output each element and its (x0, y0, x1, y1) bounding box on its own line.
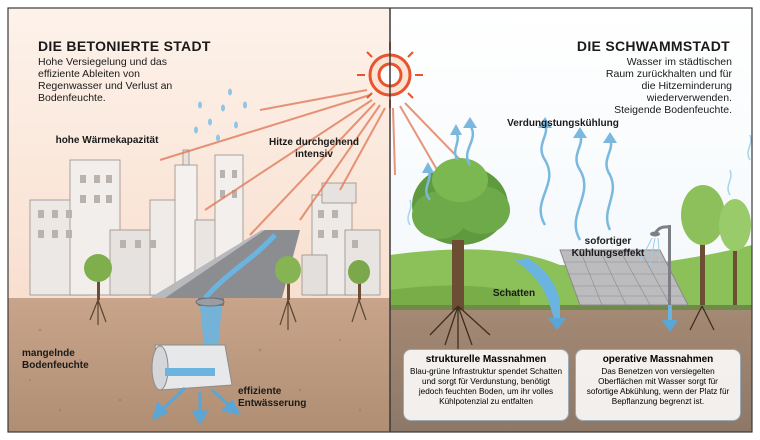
soil-texture-left (28, 328, 362, 412)
building-top (321, 182, 357, 204)
tree-icon (84, 254, 112, 300)
tree-trunk (452, 240, 464, 306)
tree-icon (275, 256, 301, 300)
building (301, 254, 328, 296)
tower-spire (182, 149, 190, 166)
label-cooling: sofortiger Kühlungseffekt (571, 236, 645, 259)
label-evaporation: Verdungstungskühlung (507, 118, 619, 129)
stream (515, 258, 560, 300)
left-roots (89, 299, 367, 330)
box-structural-body: Blau-grüne Infrastruktur spendet Schatte… (410, 367, 563, 406)
left-title: DIE BETONIERTE STADT (38, 38, 211, 54)
sun-rays (159, 89, 471, 236)
box-operative-body: Das Benetzen von versiegelten Oberfläche… (586, 367, 730, 406)
infiltration (668, 305, 672, 322)
right-description: Wasser im städtischen Raum zurückhalten … (605, 56, 732, 117)
tree-icon (719, 199, 751, 305)
box-structural-title: strukturelle Massnahmen (425, 354, 547, 365)
paving-grid (563, 249, 683, 306)
tree-icon (412, 158, 510, 310)
label-drainage: effiziente Entwässerung (238, 386, 307, 409)
infiltration-arrow (662, 320, 678, 332)
tree-icon (681, 185, 725, 305)
frame (7, 7, 753, 433)
gutter-water (203, 233, 277, 300)
raindrop-icon (194, 88, 247, 142)
infiltration-arrow (548, 318, 566, 330)
label-soil-moisture: mangelnde Bodenfeuchte (22, 348, 89, 371)
drain-arrows (151, 386, 241, 425)
label-heat: Hitze durchgehend intensiv (268, 137, 359, 160)
label-shade: Schatten (492, 288, 536, 299)
lamp-icon (639, 225, 671, 305)
right-roots (429, 305, 715, 350)
tree-icon (348, 260, 370, 300)
paved-plaza (559, 249, 689, 306)
right-title: DIE SCHWAMMSTADT (576, 38, 730, 54)
windows (38, 170, 358, 248)
box-structural-measures: strukturelle Massnahmen Blau-grüne Infra… (403, 349, 569, 421)
pipe-icon (151, 297, 233, 391)
box-operative-measures: operative Massnahmen Das Benetzen von ve… (575, 349, 741, 421)
label-heat-capacity: hohe Wärmekapazität (55, 135, 159, 146)
small-vapor (407, 134, 752, 226)
box-operative-title: operative Massnahmen (602, 354, 714, 365)
sidewalk (150, 230, 265, 298)
left-trees (84, 254, 370, 300)
infiltration (548, 300, 560, 318)
left-description: Hohe Versiegelung und das effiziente Abl… (38, 56, 173, 105)
evaporation-arrowheads (422, 117, 617, 173)
